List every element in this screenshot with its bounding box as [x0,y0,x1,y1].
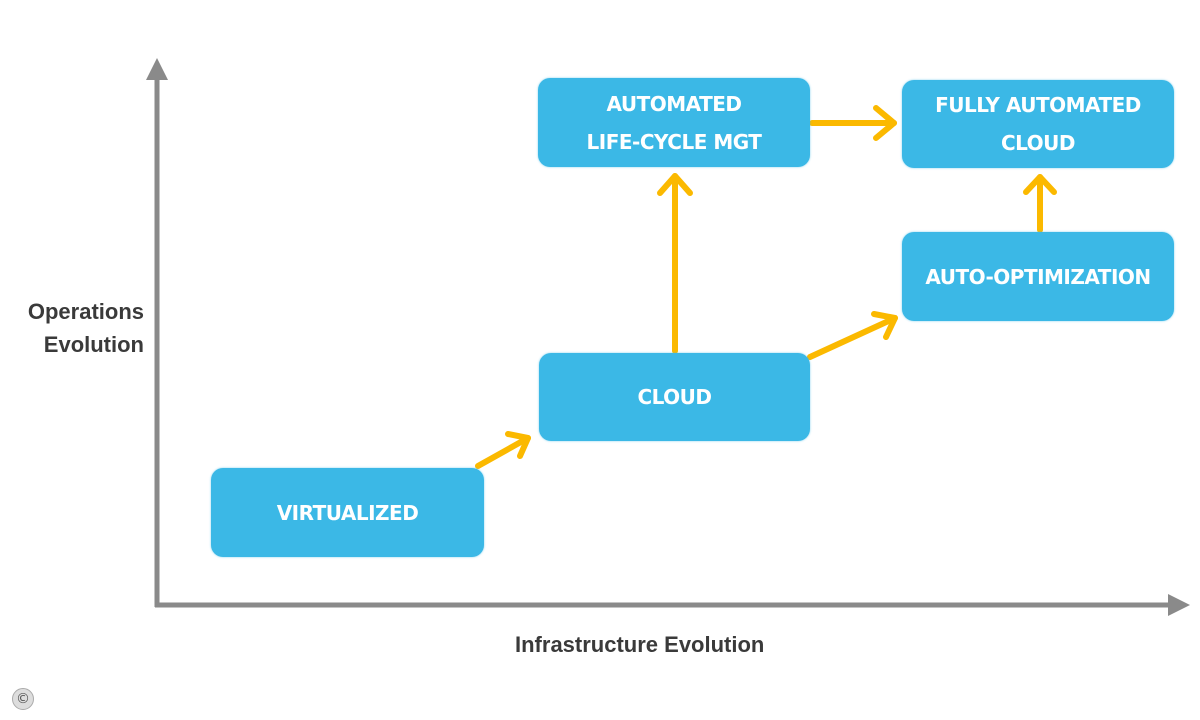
node-virtualized: VIRTUALIZED [211,468,484,557]
arrow-optimization-to-fully [1023,174,1057,233]
arrow-cloud-to-optimization [807,311,898,360]
node-auto-optimization: AUTO-OPTIMIZATION [902,232,1174,321]
node-virtualized-label: VIRTUALIZED [276,500,419,525]
node-cloud: CLOUD [539,353,810,441]
axes [154,75,1172,608]
x-axis-arrowhead-icon [1168,594,1190,616]
copyright-icon: © [12,688,34,710]
node-lifecycle-line2: LIFE-CYCLE MGT [586,129,762,154]
x-axis-label: Infrastructure Evolution [515,632,765,657]
node-cloud-label: CLOUD [637,385,712,409]
arrow-virtualized-to-cloud [475,431,531,469]
y-axis-arrowhead-icon [146,58,168,80]
node-fully-line2: CLOUD [1000,131,1076,155]
arrow-lifecycle-to-fully [809,105,897,141]
y-axis-label: Operations Evolution [0,295,144,361]
y-axis-label-line1: Operations [27,299,144,324]
node-optimization-label: AUTO-OPTIMIZATION [925,264,1151,289]
node-lifecycle-line1: AUTOMATED [606,91,742,116]
y-axis-label-line2: Evolution [43,332,144,357]
node-fully-line1: FULLY AUTOMATED [935,93,1141,117]
arrow-cloud-to-lifecycle [657,173,693,354]
node-automated-lifecycle: AUTOMATED LIFE-CYCLE MGT [538,78,810,167]
node-fully-automated-cloud: FULLY AUTOMATED CLOUD [902,80,1174,168]
